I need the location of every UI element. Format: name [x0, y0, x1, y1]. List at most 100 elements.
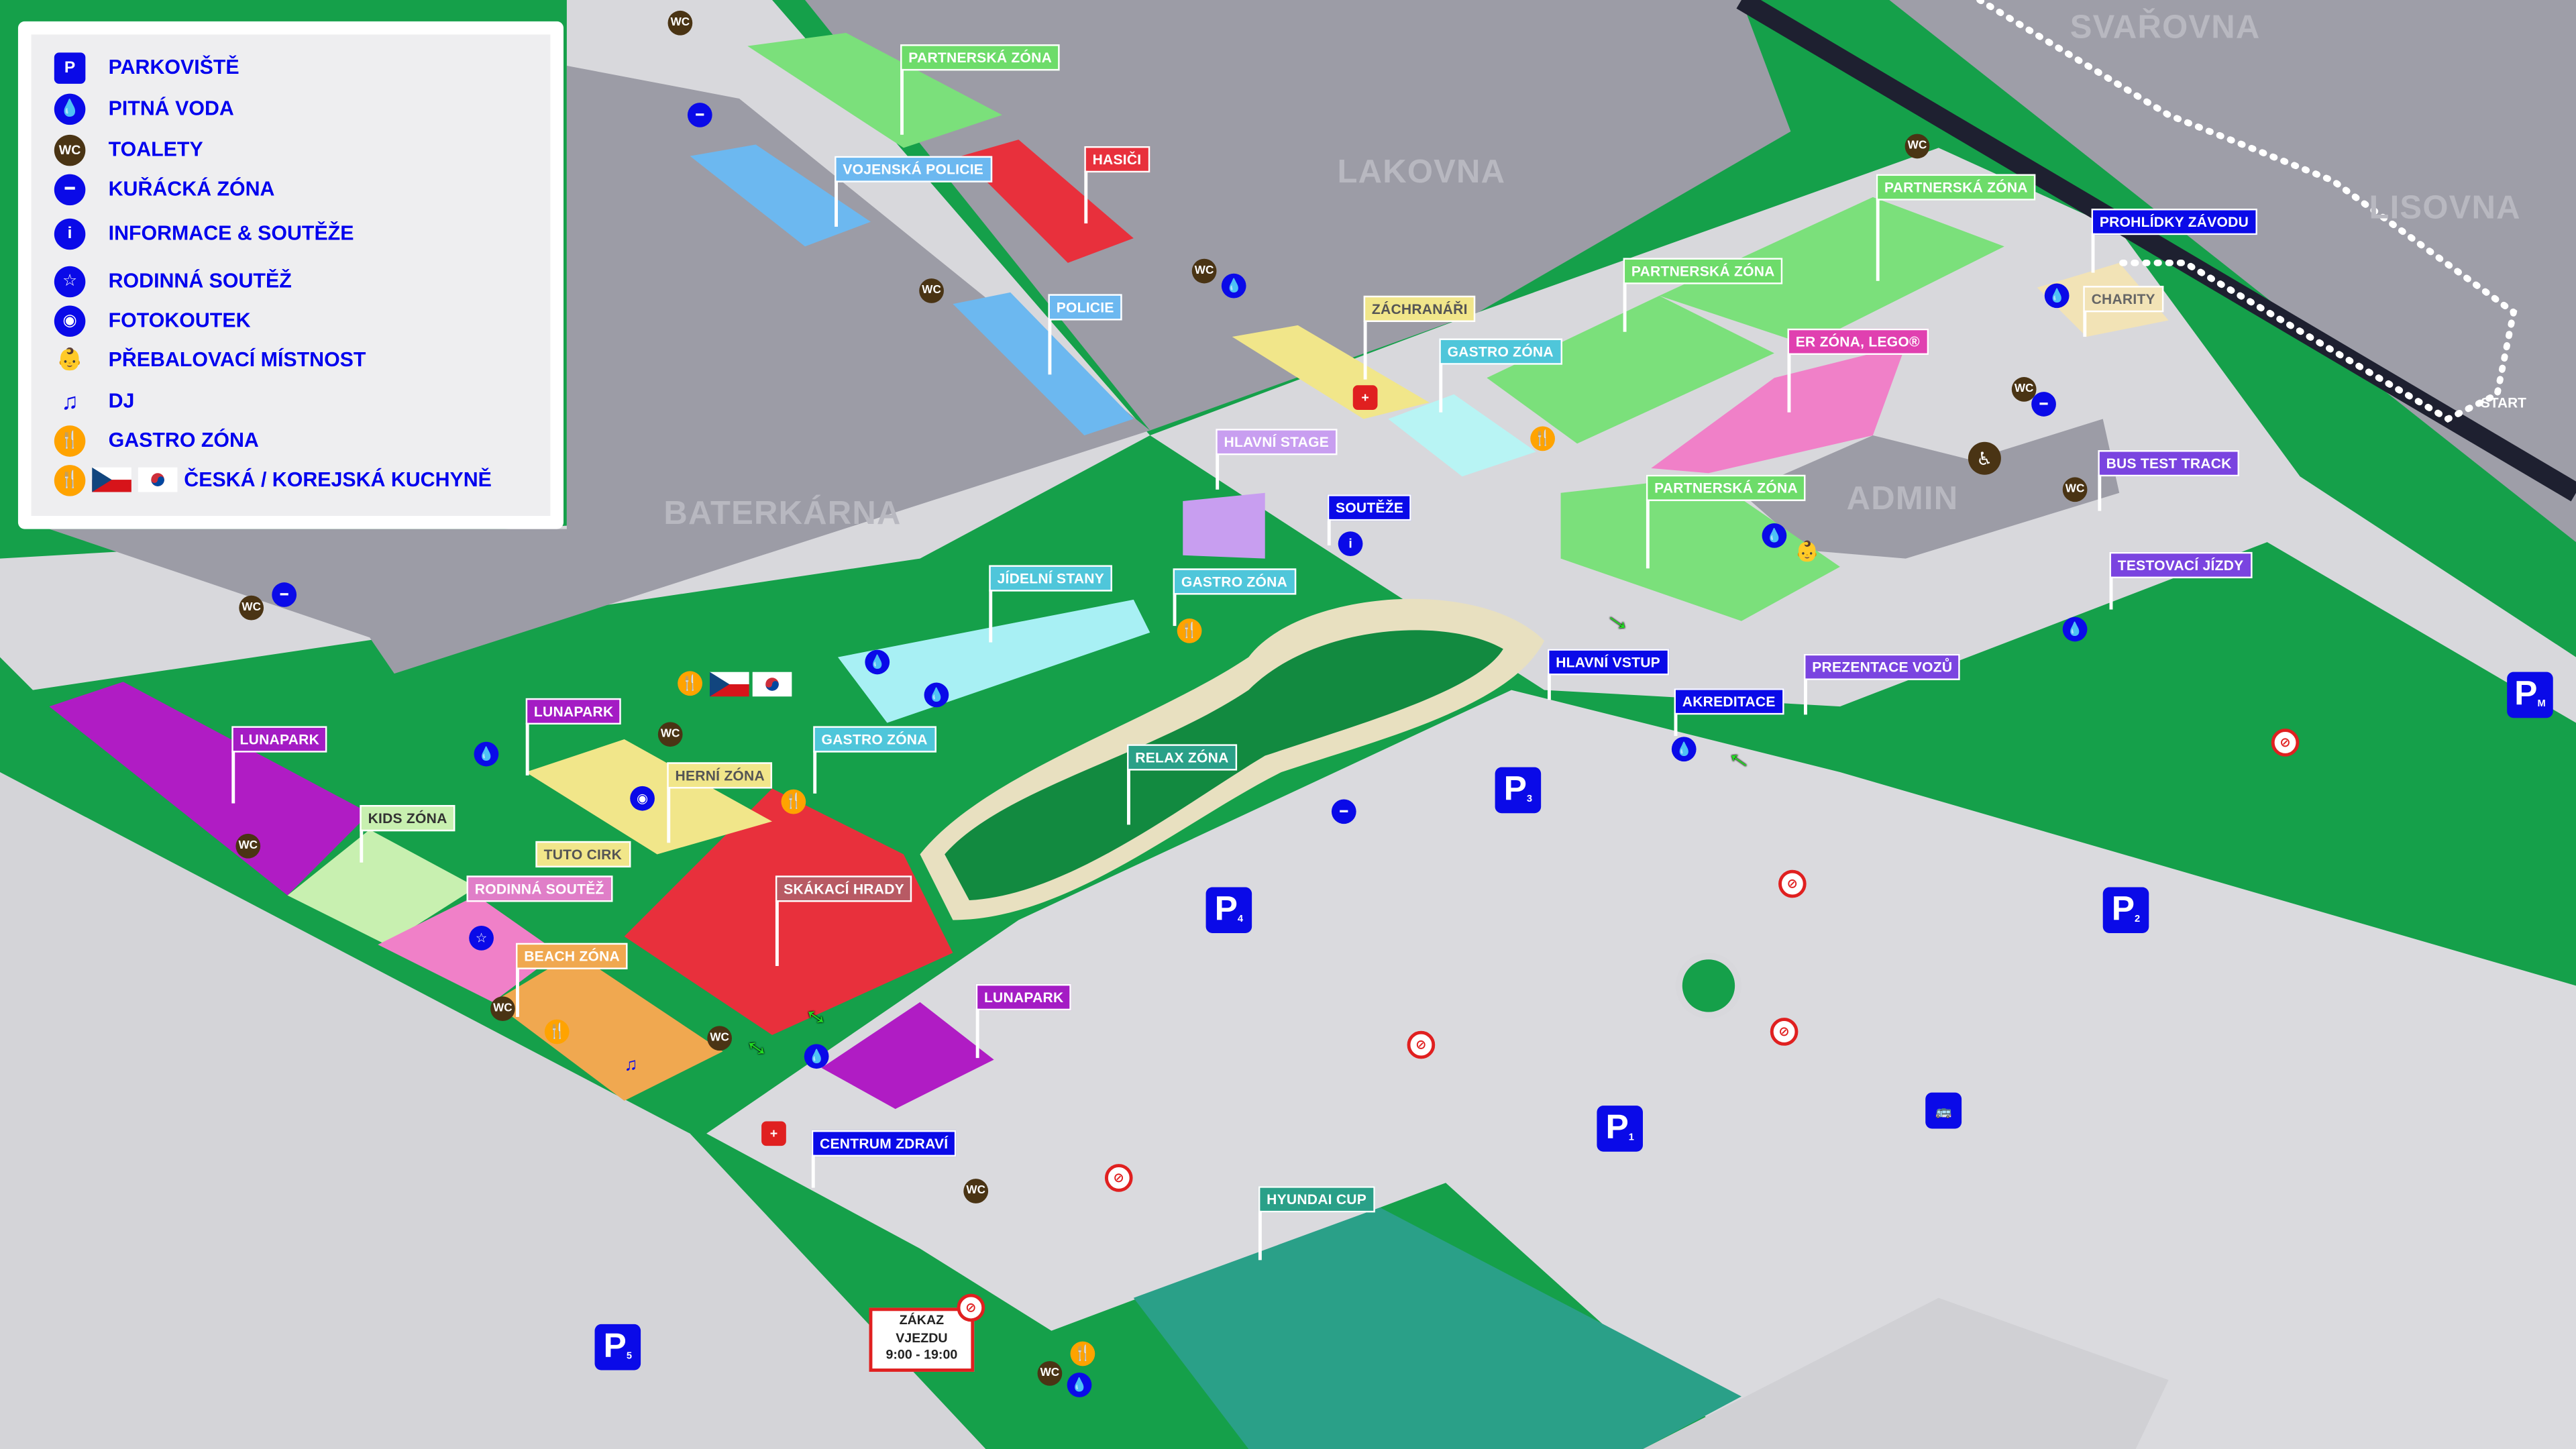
czech-flag-icon — [709, 672, 749, 697]
wc-icon: WC — [2011, 377, 2037, 402]
first-aid-icon: + — [761, 1121, 786, 1146]
baby-changing-icon: 👶 — [56, 346, 83, 372]
zone-herni[interactable]: HERNÍ ZÓNA — [667, 762, 773, 843]
zone-partnerska-2[interactable]: PARTNERSKÁ ZÓNA — [1623, 258, 1783, 332]
wc-icon: WC — [707, 1026, 733, 1051]
no-entry-hours: 9:00 - 19:00 — [885, 1347, 958, 1362]
zone-lunapark-3[interactable]: LUNAPARK — [975, 983, 1072, 1059]
zone-bus-test-track[interactable]: BUS TEST TRACK — [2098, 450, 2240, 511]
cutlery-icon: 🍴 — [54, 464, 86, 496]
cutlery-icon: 🍴 — [781, 789, 806, 814]
zone-skakaci-hrady[interactable]: SKÁKACÍ HRADY — [775, 875, 913, 967]
start-label: START — [2480, 394, 2526, 411]
smoking-icon: ━ — [1331, 799, 1356, 824]
water-drop-icon: 💧 — [2062, 616, 2088, 642]
legend-item-smoking: ━KUŘÁCKÁ ZÓNA — [54, 172, 275, 205]
wc-icon: WC — [1037, 1360, 1063, 1386]
wc-icon: WC — [239, 595, 264, 621]
zone-vojenska-policie[interactable]: VOJENSKÁ POLICIE — [835, 156, 992, 227]
zone-partnerska-3[interactable]: PARTNERSKÁ ZÓNA — [1876, 174, 2036, 281]
info-icon[interactable]: i — [1338, 531, 1363, 556]
zone-tuto-cirk[interactable]: TUTO CIRK — [535, 841, 631, 868]
cutlery-icon: 🍴 — [1177, 619, 1202, 643]
zone-hasici[interactable]: HASIČI — [1084, 146, 1150, 224]
wc-icon: WC — [667, 10, 693, 36]
no-cars-icon: ⊘ — [1770, 1018, 1799, 1046]
water-drop-icon: 💧 — [865, 649, 890, 675]
legend-item-gastro: 🍴GASTRO ZÓNA — [54, 424, 259, 457]
zone-partnerska-1[interactable]: PARTNERSKÁ ZÓNA — [900, 44, 1061, 135]
zone-gastro-3[interactable]: GASTRO ZÓNA — [813, 726, 936, 794]
zone-partnerska-4[interactable]: PARTNERSKÁ ZÓNA — [1646, 474, 1807, 569]
zone-prohlidky-zavodu[interactable]: PROHLÍDKY ZÁVODU — [2091, 209, 2257, 273]
cutlery-icon: 🍴 — [544, 1019, 570, 1044]
zone-lunapark-1[interactable]: LUNAPARK — [525, 698, 622, 775]
czech-flag-icon — [92, 467, 131, 492]
water-drop-icon: 💧 — [2044, 283, 2070, 309]
building-baterkarna: BATERKÁRNA — [663, 496, 902, 533]
zone-hlavni-vstup[interactable]: HLAVNÍ VSTUP — [1547, 649, 1669, 700]
no-cars-icon: ⊘ — [1407, 1030, 1436, 1059]
zone-relax[interactable]: RELAX ZÓNA — [1127, 744, 1237, 825]
zone-lego[interactable]: ER ZÓNA, LEGO® — [1787, 328, 1928, 413]
wc-icon: WC — [54, 133, 86, 166]
bus-icon: 🚌 — [1925, 1092, 1962, 1129]
parking-icon: P — [54, 52, 86, 83]
dj-icon: ♫ — [624, 1055, 638, 1075]
wc-icon: WC — [919, 278, 944, 303]
zone-akreditace[interactable]: AKREDITACE — [1674, 688, 1784, 737]
zone-charity[interactable]: CHARITY — [2083, 286, 2164, 337]
no-entry-line2: VJEZDU — [896, 1330, 948, 1345]
water-drop-icon: 💧 — [804, 1044, 829, 1069]
wc-icon: WC — [1191, 258, 1217, 284]
zone-rodinna-soutez[interactable]: RODINNÁ SOUTĚŽ — [466, 875, 612, 902]
zone-hlavni-stage[interactable]: HLAVNÍ STAGE — [1216, 429, 1338, 490]
wc-icon: WC — [963, 1179, 989, 1203]
info-icon: i — [54, 217, 86, 250]
zone-zachranari[interactable]: ZÁCHRANÁŘI — [1363, 295, 1476, 380]
no-cars-icon: ⊘ — [2271, 729, 2300, 757]
legend-item-baby: 👶PŘEBALOVACÍ MÍSTNOST — [54, 343, 366, 376]
korea-flag-icon — [138, 467, 178, 492]
zone-prezentace-vozu[interactable]: PREZENTACE VOZŮ — [1804, 653, 1961, 715]
zone-jidelni-stany[interactable]: JÍDELNÍ STANY — [989, 565, 1113, 643]
korea-flag-icon — [752, 672, 792, 697]
zone-beach[interactable]: BEACH ZÓNA — [515, 943, 629, 1017]
water-drop-icon: 💧 — [1762, 523, 1787, 548]
zone-gastro-2[interactable]: GASTRO ZÓNA — [1173, 568, 1296, 627]
legend-item-cuisine: 🍴 ČESKÁ / KOREJSKÁ KUCHYNĚ — [54, 464, 492, 496]
building-lakovna: LAKOVNA — [1337, 154, 1506, 191]
cutlery-icon: 🍴 — [1070, 1341, 1095, 1366]
star-icon: ☆ — [469, 926, 494, 951]
zone-kids[interactable]: KIDS ZÓNA — [360, 805, 455, 863]
zone-gastro-1[interactable]: GASTRO ZÓNA — [1439, 338, 1562, 413]
no-entry-sign: ZÁKAZ VJEZDU 9:00 - 19:00 — [869, 1307, 975, 1372]
water-drop-icon: 💧 — [1067, 1373, 1092, 1397]
cutlery-icon: 🍴 — [54, 425, 86, 456]
legend-item-water: 💧PITNÁ VODA — [54, 92, 234, 125]
camera-icon: ◉ — [54, 305, 86, 336]
zone-centrum-zdravi[interactable]: CENTRUM ZDRAVÍ — [811, 1130, 957, 1188]
zone-hyundai-cup[interactable]: HYUNDAI CUP — [1258, 1186, 1375, 1260]
zone-policie[interactable]: POLICIE — [1048, 294, 1122, 375]
wc-icon: WC — [1904, 133, 1930, 159]
smoking-icon: ━ — [272, 582, 297, 607]
zone-souteze[interactable]: SOUTĚŽE — [1327, 494, 1412, 546]
building-admin: ADMIN — [1846, 481, 1959, 518]
baby-changing-icon: 👶 — [1794, 539, 1820, 562]
dj-icon: ♫ — [61, 387, 78, 415]
zone-lunapark-2[interactable]: LUNAPARK — [231, 726, 328, 804]
zone-testovaci-jizdy[interactable]: TESTOVACÍ JÍZDY — [2109, 551, 2252, 610]
first-aid-icon: + — [1352, 385, 1378, 411]
